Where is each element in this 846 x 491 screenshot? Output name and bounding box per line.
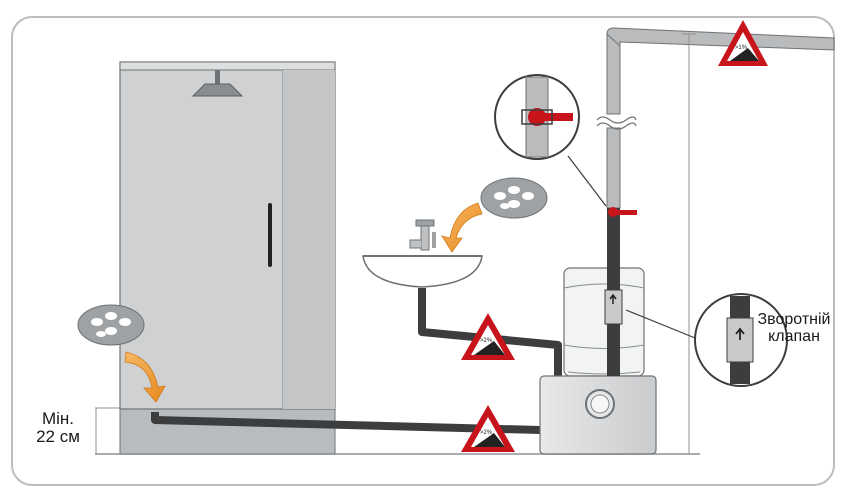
min-height-dimension <box>95 407 120 455</box>
shower-drain-pipe <box>151 412 541 434</box>
ball-valve <box>608 207 637 217</box>
slope-badge-bottom: >2% <box>461 405 515 452</box>
sink-drain-grate-icon <box>480 177 548 219</box>
check-valve <box>604 289 623 325</box>
slope-badge-top: >1% <box>718 20 768 66</box>
check-valve-detail <box>625 293 788 387</box>
min-height-line1: Мін. <box>41 409 75 428</box>
washbasin <box>362 219 483 288</box>
svg-text:>2%: >2% <box>480 338 493 344</box>
shower-head-icon <box>191 83 244 97</box>
svg-text:>2%: >2% <box>480 430 493 436</box>
check-valve-label: Зворотній клапан <box>754 311 834 346</box>
pump-unit <box>539 267 657 455</box>
shower-cabin <box>119 61 336 410</box>
shower-pipe <box>215 70 220 84</box>
check-valve-line1: Зворотній <box>757 311 831 328</box>
min-height-label: Мін. 22 см <box>26 410 90 446</box>
shower-drain-grate-icon <box>77 304 145 346</box>
height-dimension <box>682 33 696 455</box>
check-valve-line2: клапан <box>768 327 820 345</box>
sink-flow-arrow-icon <box>441 202 483 253</box>
slope-badge-middle: >2% <box>461 313 515 360</box>
svg-text:>1%: >1% <box>735 45 748 51</box>
discharge-pipe <box>596 27 835 376</box>
shower-flow-arrow-icon <box>124 351 166 403</box>
ball-valve-detail <box>494 74 607 207</box>
min-height-line2: 22 см <box>36 426 80 446</box>
